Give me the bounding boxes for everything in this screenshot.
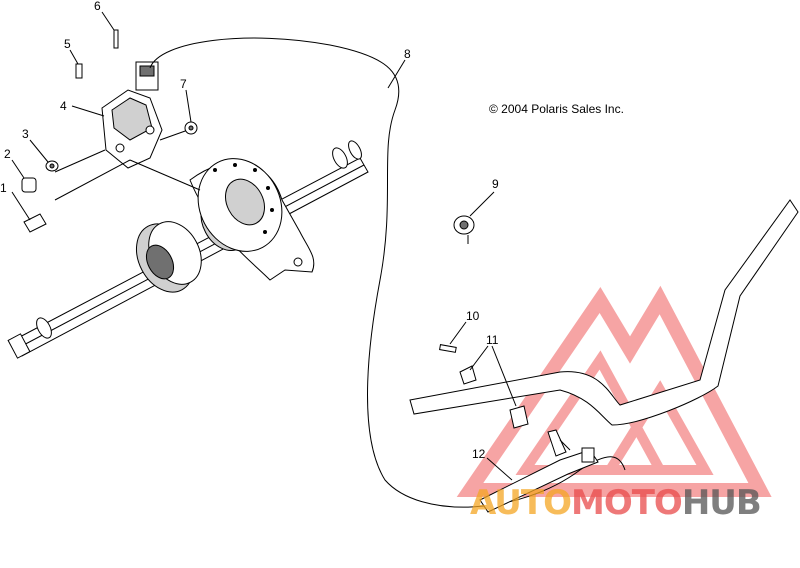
callout-9: 9 [492, 177, 499, 191]
brake-lever-part-12 [479, 429, 599, 513]
pin-part-6 [101, 11, 119, 49]
brake-cable-part-8 [149, 37, 626, 508]
callout-12: 12 [472, 447, 486, 461]
bolt-part-1 [11, 191, 47, 233]
caliper-assembly [54, 61, 201, 201]
callout-5: 5 [64, 37, 71, 51]
callout-2: 2 [4, 147, 11, 161]
watermark-auto: AUTO [470, 483, 571, 523]
watermark-text: AUTOMOTOHUB [470, 483, 761, 523]
callout-3: 3 [22, 127, 29, 141]
watermark-hub: HUB [682, 483, 761, 523]
callout-6: 6 [94, 0, 101, 13]
callout-7: 7 [180, 77, 187, 91]
nut-part-7 [184, 89, 198, 135]
watermark-moto: MOTO [571, 483, 682, 523]
leader-part-4 [71, 105, 105, 117]
callout-1: 1 [0, 181, 7, 195]
clamp-part-9 [453, 191, 495, 244]
copyright-text: © 2004 Polaris Sales Inc. [489, 102, 624, 116]
callout-10: 10 [466, 309, 480, 323]
pin-part-10 [439, 321, 467, 353]
callout-11: 11 [486, 333, 499, 347]
leader-part-8 [387, 59, 406, 89]
axle-assembly [7, 140, 369, 359]
callout-4: 4 [60, 99, 67, 113]
pin-part-5 [69, 49, 83, 79]
callout-8: 8 [404, 47, 411, 61]
clip-part-11 [459, 345, 529, 429]
washer-part-3 [29, 139, 59, 172]
bushing-part-2 [11, 159, 37, 193]
handlebar [409, 199, 799, 426]
